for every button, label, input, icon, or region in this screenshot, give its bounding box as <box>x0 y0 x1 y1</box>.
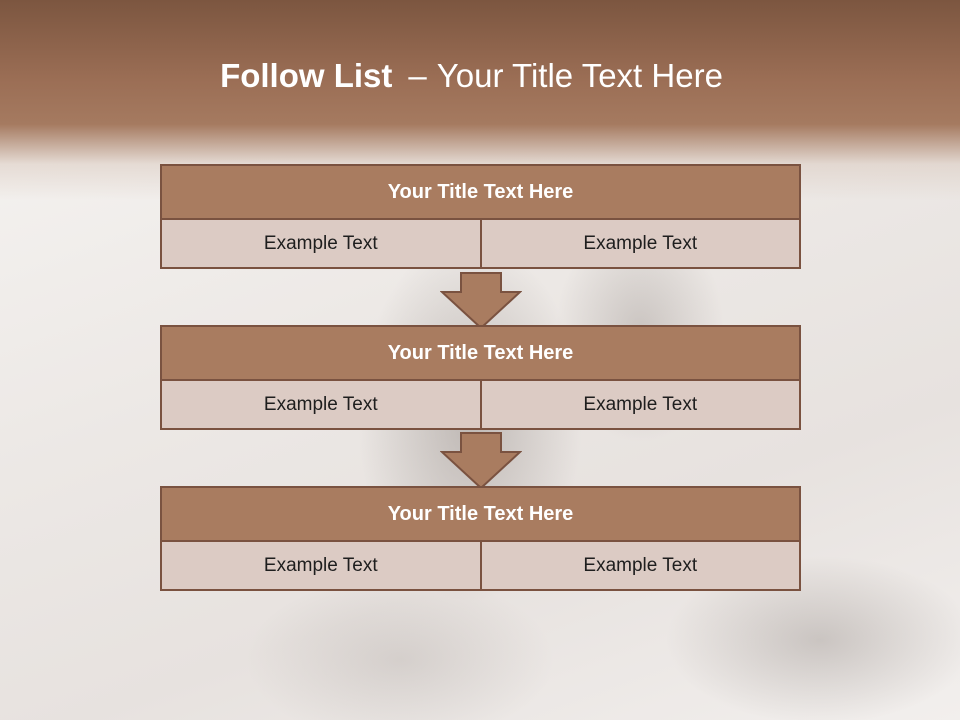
slide-title: Follow List–Your Title Text Here <box>0 52 943 100</box>
down-arrow-icon <box>440 432 522 490</box>
block-cell-left: Example Text <box>263 554 378 576</box>
block-row: Example Text Example Text <box>160 542 801 591</box>
block-cell-right: Example Text <box>479 542 800 589</box>
list-block-2: Your Title Text Here Example Text Exampl… <box>160 325 801 430</box>
slide-title-separator: – <box>408 57 427 94</box>
block-row: Example Text Example Text <box>160 220 801 269</box>
block-cell-right: Example Text <box>479 381 800 428</box>
block-cell-right: Example Text <box>479 220 800 267</box>
slide-title-bold: Follow List <box>220 57 393 94</box>
block-row: Example Text Example Text <box>160 381 801 430</box>
block-title: Your Title Text Here <box>160 325 801 381</box>
block-cell-left: Example Text <box>263 232 378 254</box>
block-title: Your Title Text Here <box>160 486 801 542</box>
block-cell-left: Example Text <box>263 393 378 415</box>
block-title: Your Title Text Here <box>160 164 801 220</box>
list-block-1: Your Title Text Here Example Text Exampl… <box>160 164 801 269</box>
down-arrow-icon <box>440 272 522 330</box>
slide-title-rest: Your Title Text Here <box>436 57 723 94</box>
list-block-3: Your Title Text Here Example Text Exampl… <box>160 486 801 591</box>
